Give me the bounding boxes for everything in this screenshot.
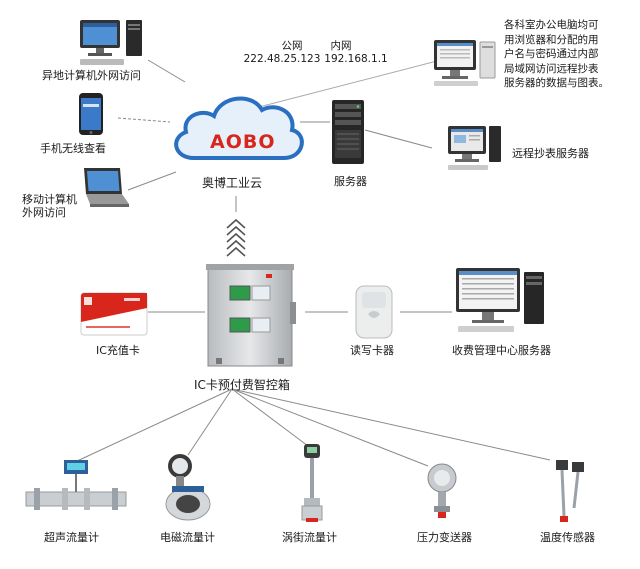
vortex-flowmeter-label: 涡街流量计	[282, 531, 337, 544]
reading-server-icon	[446, 124, 502, 172]
server-icon	[330, 98, 366, 166]
ultrasonic-flowmeter-icon	[24, 458, 128, 520]
office-access-note: 各科室办公电脑均可 用浏览器和分配的用 户名与密码通过内部 局域网访问远程抄表 …	[504, 18, 609, 91]
public-net-label: 公网	[281, 40, 303, 52]
laptop-label-line2: 外网访问	[22, 206, 66, 219]
uplink-arrows	[226, 218, 246, 257]
public-ip: 222.48.25.123	[243, 53, 321, 65]
reading-server-label: 远程抄表服务器	[512, 147, 589, 160]
pressure-transmitter-icon	[424, 462, 460, 520]
cloud-icon	[168, 88, 308, 168]
billing-server-icon	[454, 266, 546, 334]
card-reader-icon	[352, 284, 396, 340]
vortex-flowmeter-icon	[300, 442, 324, 524]
laptop-label-line1: 移动计算机	[22, 193, 77, 206]
temperature-sensor-label: 温度传感器	[540, 531, 595, 544]
electromagnetic-flowmeter-icon	[162, 452, 214, 522]
cloud-label: 奥博工业云	[202, 176, 263, 190]
office-computer-icon	[432, 38, 498, 88]
server-label: 服务器	[334, 175, 367, 188]
note-line: 局域网访问远程抄表	[504, 62, 599, 75]
note-line: 各科室办公电脑均可	[504, 19, 599, 31]
ic-card-label: IC充值卡	[96, 344, 140, 357]
card-reader-label: 读写卡器	[350, 344, 394, 357]
temperature-sensor-icon	[550, 458, 590, 524]
internal-ip: 192.168.1.1	[324, 53, 388, 65]
control-box-label: IC卡预付费智控箱	[194, 378, 290, 392]
phone-label: 手机无线查看	[40, 142, 106, 155]
note-line: 户名与密码通过内部	[504, 48, 599, 60]
control-box-icon	[204, 262, 300, 370]
internal-net-label: 内网	[330, 40, 352, 52]
billing-server-label: 收费管理中心服务器	[452, 344, 551, 357]
remote-computer-label: 异地计算机外网访问	[42, 69, 141, 82]
note-line: 服务器的数据与图表。	[504, 77, 609, 89]
phone-icon	[78, 92, 104, 136]
note-line: 用浏览器和分配的用	[504, 33, 599, 46]
ultrasonic-flowmeter-label: 超声流量计	[44, 531, 99, 544]
pressure-transmitter-label: 压力变送器	[417, 531, 472, 544]
remote-computer-icon	[76, 18, 148, 68]
cloud-logo: AOBO	[210, 131, 276, 153]
ic-card-icon	[80, 292, 148, 336]
electromagnetic-flowmeter-label: 电磁流量计	[160, 531, 215, 544]
laptop-icon	[80, 166, 130, 210]
